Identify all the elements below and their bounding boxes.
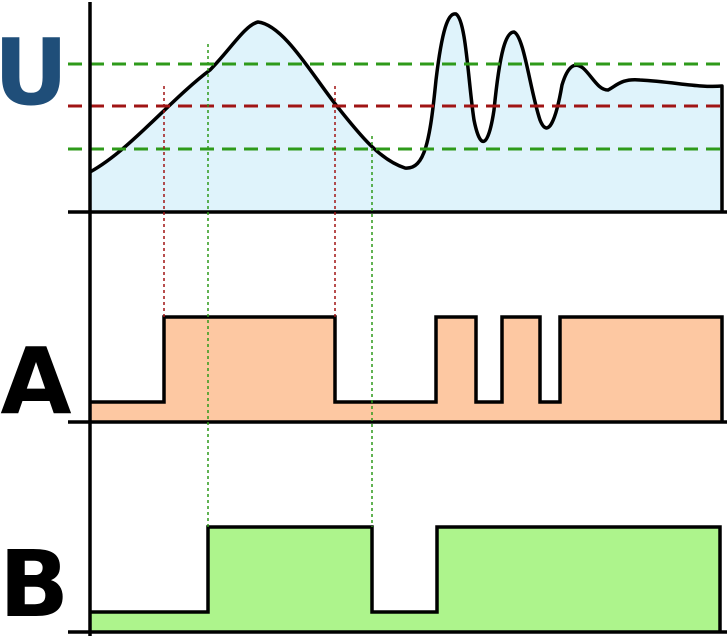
u-signal-curve xyxy=(89,12,724,212)
u-label: U xyxy=(0,19,68,126)
a-signal-fill xyxy=(90,317,722,422)
a-signal-trace xyxy=(90,315,724,422)
b-signal-trace xyxy=(90,525,722,632)
b-signal-fill xyxy=(90,527,720,632)
b-label: B xyxy=(0,531,69,638)
a-label: A xyxy=(0,328,71,435)
u-signal-fill xyxy=(90,13,722,212)
